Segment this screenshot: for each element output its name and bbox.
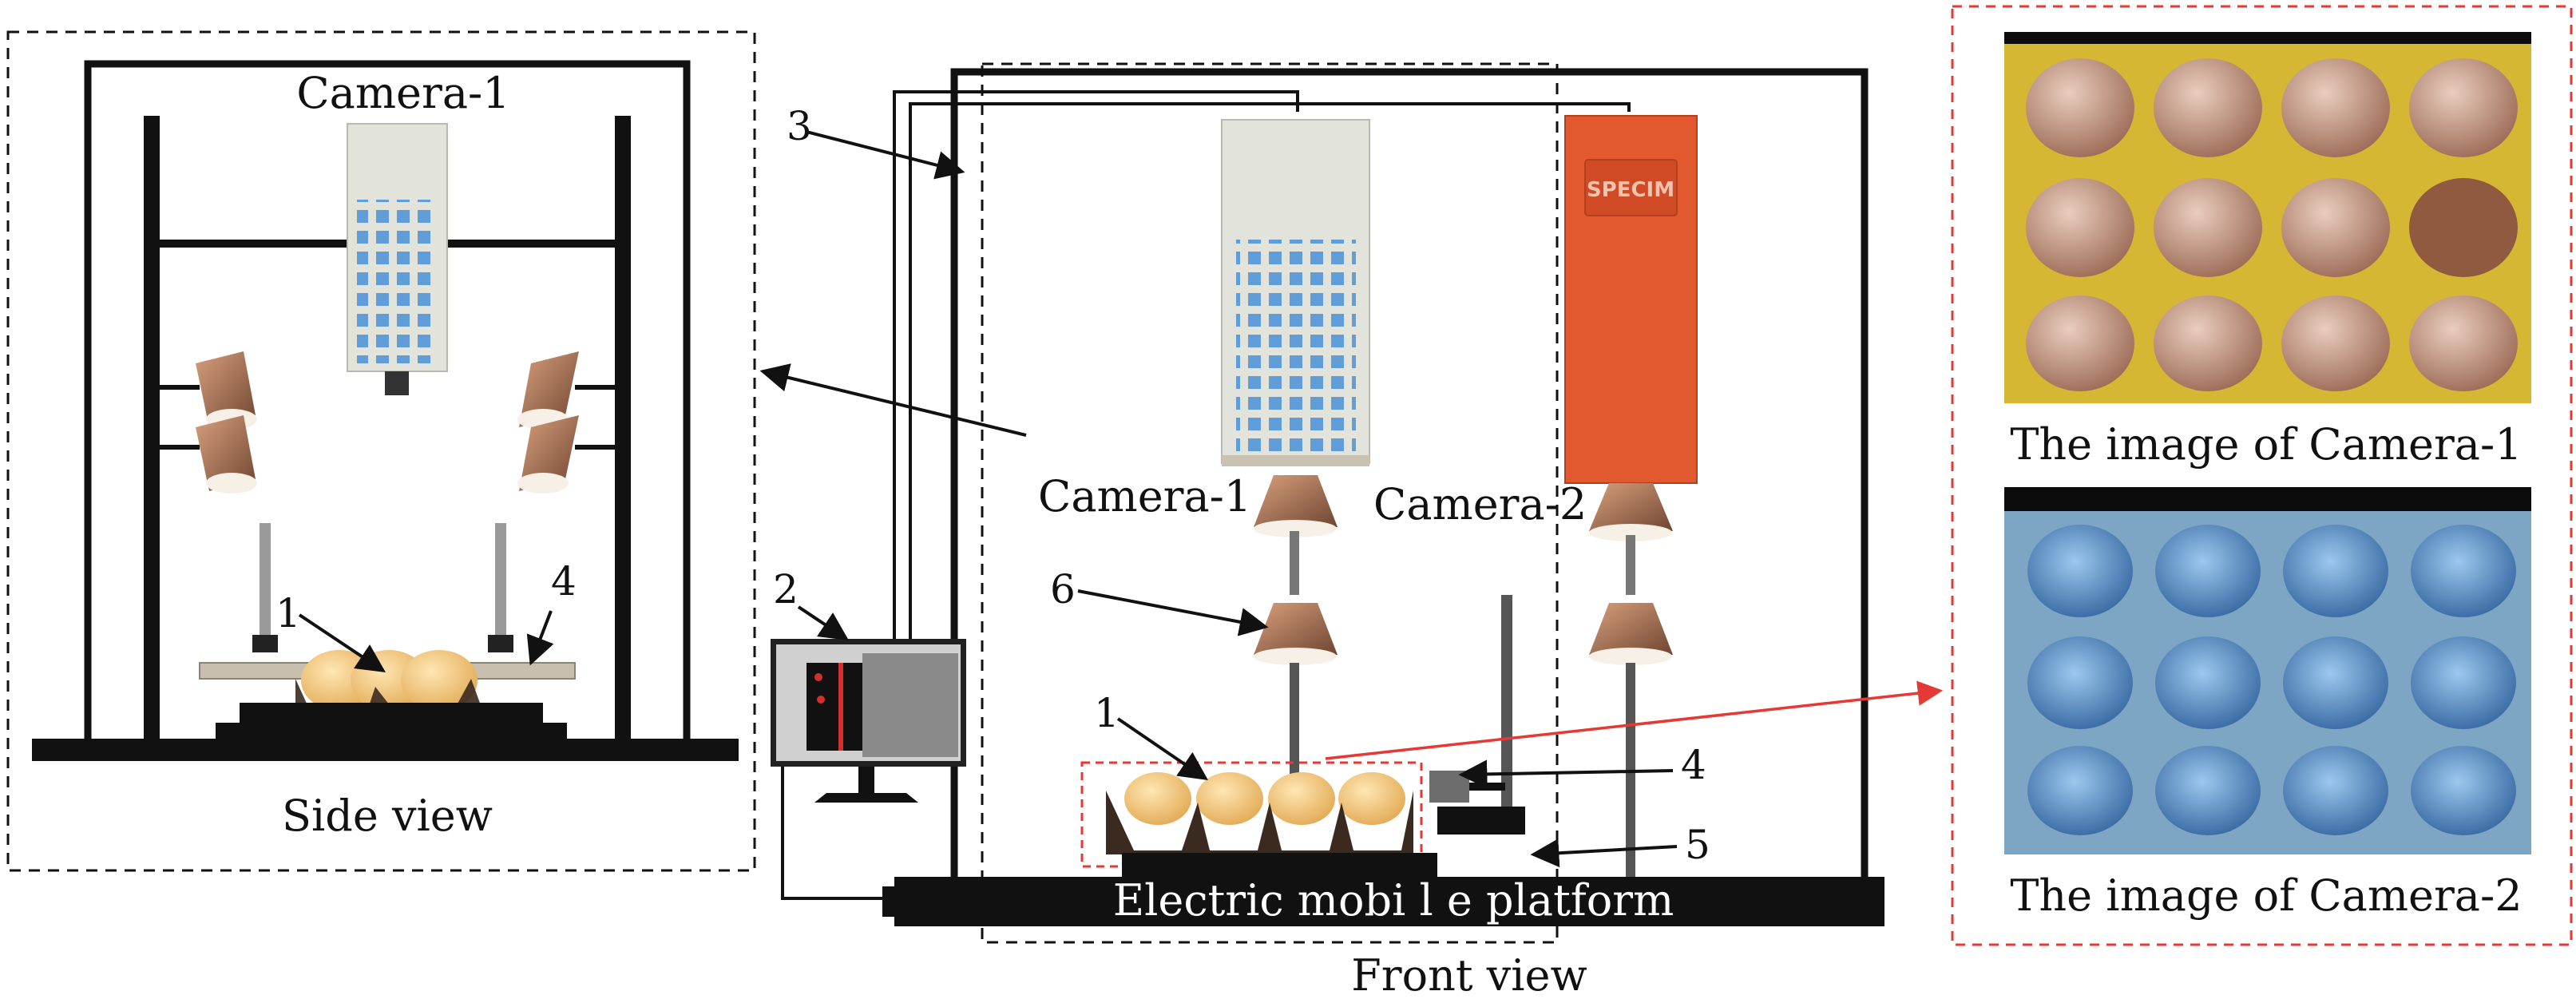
side-lamp-group	[196, 351, 579, 494]
computer-monitor	[771, 639, 966, 803]
side-view-label: Side view	[282, 791, 493, 841]
front-view-panel: SPECIM	[759, 62, 1944, 1001]
side-left-post	[144, 116, 160, 739]
side-callout-1: 1	[275, 590, 301, 636]
front-camera-1-label: Camera-1	[1038, 471, 1251, 521]
front-view-dashed-border	[981, 62, 1559, 944]
side-base	[32, 739, 739, 761]
platform-label: Electric mobi l e platform	[1113, 875, 1674, 926]
front-camera-2-label: Camera-2	[1373, 479, 1587, 529]
front-egg-tray	[1080, 761, 1423, 868]
images-red-dashed-border	[1951, 5, 2573, 946]
camera-2-image-caption: The image of Camera-2	[2010, 870, 2522, 921]
front-callout-1: 1	[1094, 690, 1120, 736]
electric-mobile-platform	[894, 877, 1884, 926]
camera-images-panel: The image of Camera-1 The image of Camer…	[1951, 5, 2573, 946]
front-callout-5: 5	[1685, 822, 1710, 868]
side-callout-4: 4	[551, 558, 577, 605]
side-view-panel: Camera-1 1 4 Side view	[6, 30, 756, 872]
camera-2-image: The image of Camera-2	[2004, 487, 2531, 921]
front-callout-4: 4	[1681, 742, 1706, 788]
front-camera-2: SPECIM	[1564, 115, 1698, 484]
front-camera-1	[1221, 119, 1370, 466]
side-camera-label: Camera-1	[296, 68, 509, 118]
side-outer-frame	[84, 60, 691, 739]
camera-1-image-caption: The image of Camera-1	[2010, 419, 2522, 470]
front-outer-frame	[950, 68, 1869, 878]
front-view-label: Front view	[1351, 950, 1587, 1001]
camera-1-image: The image of Camera-1	[2004, 32, 2531, 470]
side-camera-1	[347, 123, 448, 395]
front-lamps	[1254, 475, 1673, 878]
front-callout-2: 2	[773, 566, 799, 613]
side-right-post	[615, 116, 631, 739]
front-callout-6: 6	[1050, 566, 1076, 613]
side-view-dashed-border	[6, 30, 756, 872]
specim-brand: SPECIM	[1587, 178, 1674, 202]
front-callout-3: 3	[787, 103, 812, 149]
